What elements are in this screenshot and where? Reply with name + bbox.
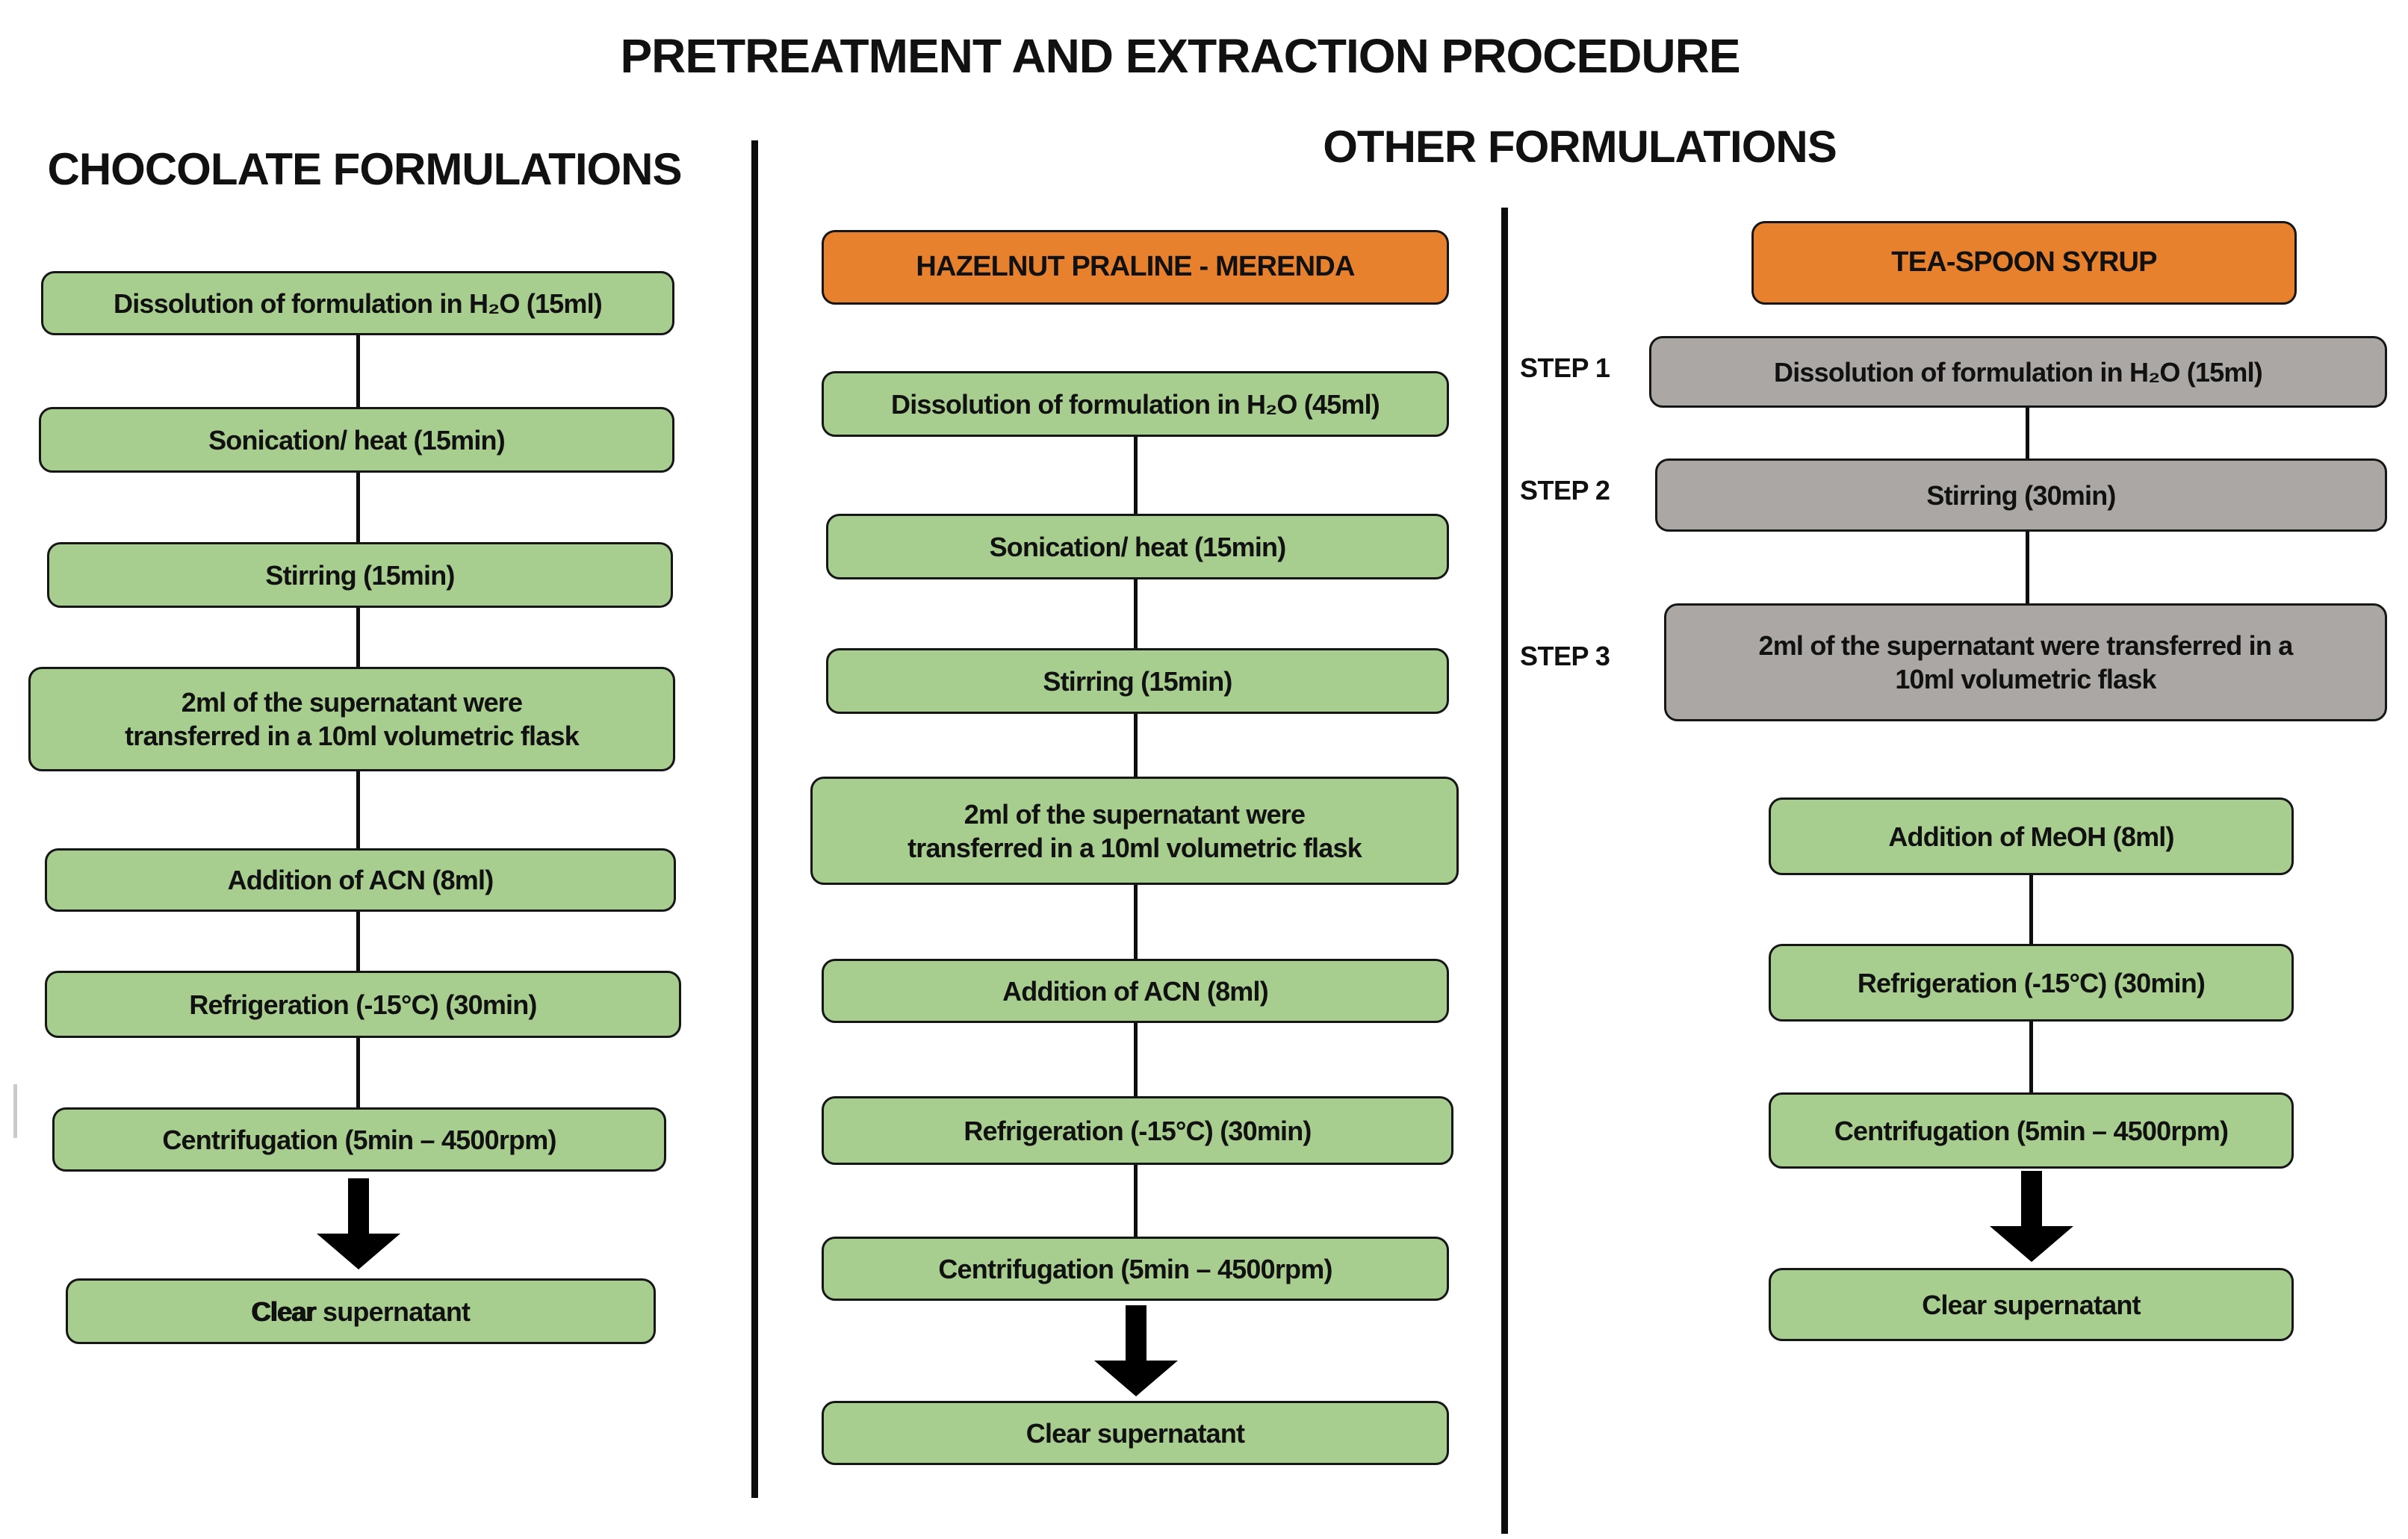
flow-box-transfer: 2ml of the supernatant were transferred … <box>1664 603 2387 721</box>
box-label: Stirring (15min) <box>1043 665 1232 697</box>
connector-line <box>356 1038 360 1107</box>
flow-box-sonication: Sonication/ heat (15min) <box>826 514 1449 579</box>
box-label: HAZELNUT PRALINE - MERENDA <box>916 251 1355 283</box>
box-label: Sonication/ heat (15min) <box>208 424 506 456</box>
box-label: Addition of ACN (8ml) <box>1002 975 1269 1007</box>
box-label: Addition of MeOH (8ml) <box>1888 821 2174 852</box>
flow-box-stirring: Stirring (15min) <box>826 648 1449 714</box>
connector-line <box>1134 1023 1138 1096</box>
connector-line <box>356 771 360 848</box>
tea-spoon-syrup-header-box: TEA-SPOON SYRUP <box>1751 221 2297 305</box>
connector-line <box>1134 579 1138 648</box>
flow-box-stirring: Stirring (15min) <box>47 542 673 608</box>
box-label: TEA-SPOON SYRUP <box>1891 246 2157 279</box>
flow-box-meoh: Addition of MeOH (8ml) <box>1769 798 2294 875</box>
box-label: Addition of ACN (8ml) <box>227 865 494 895</box>
box-label: Sonication/ heat (15min) <box>989 531 1287 562</box>
box-label: Clear supernatant <box>252 1295 471 1328</box>
flow-box-transfer: 2ml of the supernatant were transferred … <box>28 667 675 771</box>
box-label: Stirring (30min) <box>1926 479 2116 511</box>
connector-line <box>1134 1165 1138 1237</box>
step-2-label: STEP 2 <box>1520 475 1610 506</box>
connector-line <box>1134 885 1138 959</box>
box-label: Stirring (15min) <box>265 559 455 591</box>
box-label: Refrigeration (-15°C) (30min) <box>963 1115 1312 1146</box>
flow-box-result: Clear supernatant <box>822 1401 1449 1465</box>
step-3-label: STEP 3 <box>1520 641 1610 671</box>
box-label: Centrifugation (5min – 4500rpm) <box>162 1124 556 1155</box>
flow-box-dissolution: Dissolution of formulation in H₂O (15ml) <box>41 271 674 335</box>
box-label: Dissolution of formulation in H₂O (15ml) <box>114 287 603 319</box>
flow-box-result: Clear supernatant <box>1769 1268 2294 1341</box>
flow-box-acn: Addition of ACN (8ml) <box>45 848 676 912</box>
connector-line <box>356 608 360 667</box>
section-divider-left <box>751 140 758 1498</box>
box-label: Clear supernatant <box>1025 1417 1245 1449</box>
flow-box-centrifugation: Centrifugation (5min – 4500rpm) <box>52 1107 666 1172</box>
flow-box-transfer: 2ml of the supernatant were transferred … <box>810 777 1459 885</box>
connector-line <box>1134 437 1138 514</box>
connector-line <box>356 912 360 971</box>
flow-box-sonication: Sonication/ heat (15min) <box>39 407 674 473</box>
box-label: Refrigeration (-15°C) (30min) <box>189 989 537 1020</box>
flow-box-acn: Addition of ACN (8ml) <box>822 959 1449 1023</box>
stray-mark <box>13 1084 17 1138</box>
thick-down-arrow <box>317 1178 400 1269</box>
box-label: 2ml of the supernatant were transferred … <box>907 798 1362 863</box>
flow-box-dissolution: Dissolution of formulation in H₂O (15ml) <box>1649 336 2387 408</box>
diagram-title: PRETREATMENT AND EXTRACTION PROCEDURE <box>620 29 1740 83</box>
result-bold-word: Clear <box>251 1296 317 1327</box>
connector-line <box>2029 875 2033 944</box>
flow-box-result: Clear supernatant <box>66 1278 656 1344</box>
chocolate-formulations-header: CHOCOLATE FORMULATIONS <box>47 144 682 194</box>
flow-box-stirring: Stirring (30min) <box>1655 458 2387 532</box>
box-label: 2ml of the supernatant were transferred … <box>125 687 580 751</box>
other-formulations-header: OTHER FORMULATIONS <box>1323 122 1837 172</box>
connector-line <box>1134 714 1138 777</box>
box-label: Refrigeration (-15°C) (30min) <box>1857 967 2206 998</box>
box-label: Centrifugation (5min – 4500rpm) <box>938 1253 1332 1284</box>
section-divider-right <box>1501 208 1508 1534</box>
connector-line <box>2026 532 2029 603</box>
step-1-label: STEP 1 <box>1520 352 1610 383</box>
flow-box-dissolution: Dissolution of formulation in H₂O (45ml) <box>822 371 1449 437</box>
flow-box-refrigeration: Refrigeration (-15°C) (30min) <box>822 1096 1453 1165</box>
connector-line <box>2029 1022 2033 1092</box>
box-label: Clear supernatant <box>1922 1289 2141 1320</box>
box-label: Centrifugation (5min – 4500rpm) <box>1834 1115 2229 1146</box>
box-label: Dissolution of formulation in H₂O (15ml) <box>1774 356 2263 388</box>
flow-box-centrifugation: Centrifugation (5min – 4500rpm) <box>1769 1092 2294 1169</box>
result-rest: supernatant <box>315 1296 471 1327</box>
thick-down-arrow <box>1094 1305 1178 1396</box>
hazelnut-praline-header-box: HAZELNUT PRALINE - MERENDA <box>822 230 1449 305</box>
box-label: Dissolution of formulation in H₂O (45ml) <box>891 388 1380 420</box>
flow-box-refrigeration: Refrigeration (-15°C) (30min) <box>1769 944 2294 1022</box>
thick-down-arrow <box>1990 1171 2073 1262</box>
flow-box-centrifugation: Centrifugation (5min – 4500rpm) <box>822 1237 1449 1301</box>
flow-box-refrigeration: Refrigeration (-15°C) (30min) <box>45 971 681 1038</box>
connector-line <box>356 335 360 407</box>
box-label: 2ml of the supernatant were transferred … <box>1758 630 2294 694</box>
connector-line <box>2026 408 2029 458</box>
connector-line <box>356 473 360 542</box>
